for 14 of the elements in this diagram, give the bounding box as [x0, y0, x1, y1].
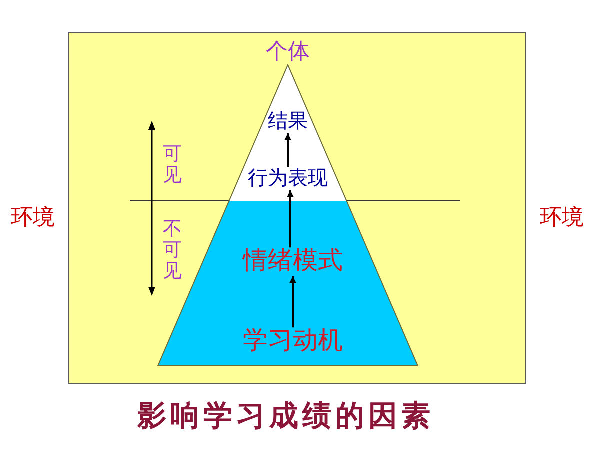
factor-label: 结果	[268, 110, 308, 134]
factor-label: 行为表现	[248, 168, 328, 190]
panel-background	[68, 32, 526, 384]
factor-label: 情绪模式	[243, 248, 343, 276]
arrow	[287, 190, 294, 248]
environment-label: 环境	[540, 204, 584, 230]
visible-label: 可见	[163, 145, 182, 187]
diagram-title: 影响学习成绩的因素	[138, 400, 434, 434]
arrow	[290, 276, 296, 328]
environment-label: 环境	[11, 204, 55, 230]
arrow	[284, 134, 292, 168]
factor-label: 学习动机	[243, 328, 343, 356]
invisible-label: 不可见	[163, 220, 182, 283]
apex-label: 个体	[266, 38, 310, 64]
